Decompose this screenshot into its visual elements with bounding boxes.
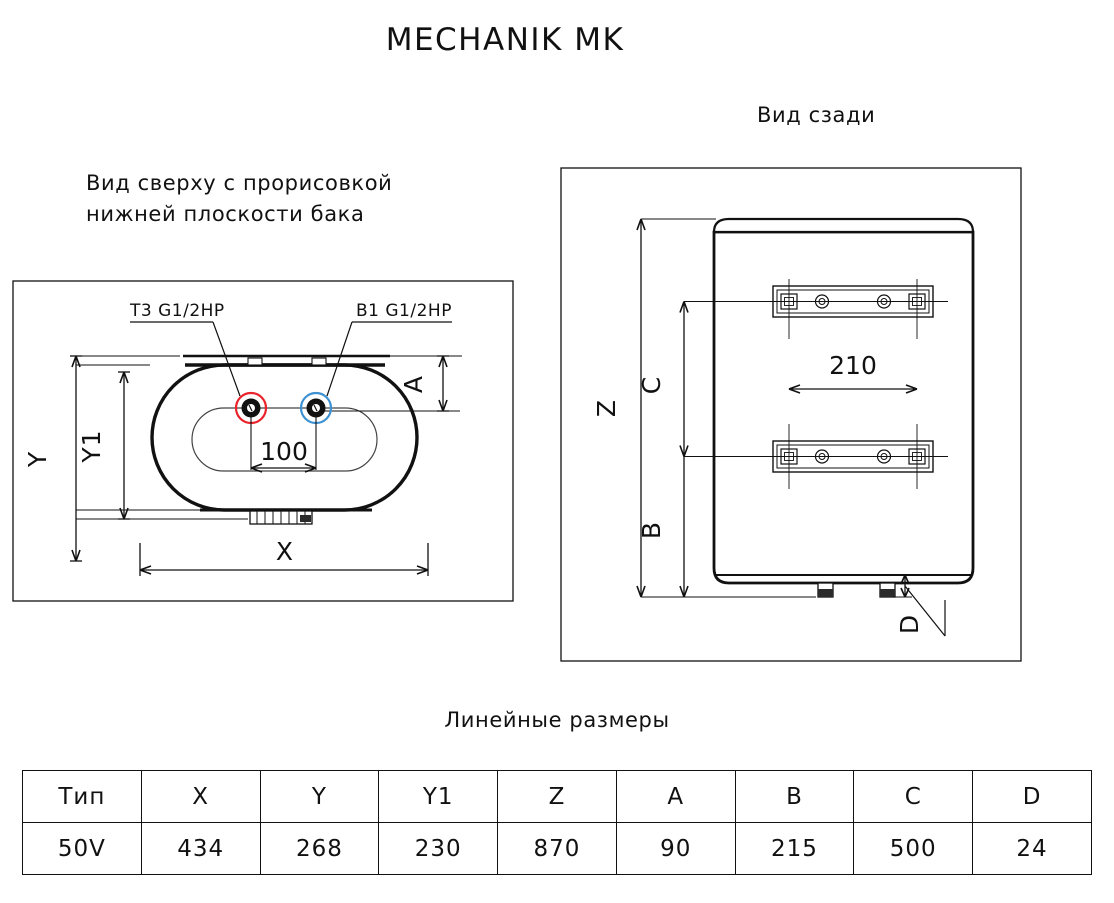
table-caption: Линейные размеры	[444, 708, 670, 732]
dimension-C: C	[637, 301, 689, 457]
upper-mounting-bracket	[684, 279, 948, 339]
table-cell: 90	[615, 822, 736, 875]
table-cell: 24	[972, 822, 1092, 875]
dimension-100-label: 100	[260, 437, 308, 466]
dimension-Y1: Y1	[77, 371, 130, 520]
page-title: MECHANIK MK	[385, 22, 625, 58]
tank-outline-top	[150, 354, 419, 512]
table-header-cell: Y1	[378, 770, 499, 823]
cable-connector-block	[200, 508, 372, 525]
dimension-D: D	[893, 574, 946, 637]
dimension-A-label: A	[399, 375, 428, 393]
table-header-cell: A	[615, 770, 736, 823]
table-header-cell: Тип	[22, 770, 142, 823]
dimension-210: 210	[788, 351, 918, 394]
dimension-C-label: C	[637, 376, 666, 394]
lower-mounting-bracket	[684, 424, 948, 489]
dimension-A: A	[399, 355, 449, 412]
table-header-row: Тип X Y Y1 Z A B C D	[22, 770, 1092, 823]
dimension-Z-label: Z	[592, 399, 621, 417]
table-header-cell: Z	[497, 770, 617, 823]
hot-port-label: T3 G1/2HP	[129, 301, 225, 321]
top-view-label: Вид сверху с прорисовкой нижней плоскост…	[86, 171, 393, 226]
dimension-X-label: X	[276, 537, 294, 566]
table-cell: 870	[497, 822, 617, 875]
table-header-cell: C	[853, 770, 974, 823]
pipe-stubs	[817, 582, 896, 598]
table-header-cell: B	[734, 770, 855, 823]
table-header-cell: Y	[259, 770, 380, 823]
table-cell: 50V	[22, 822, 142, 875]
dimension-B-label: B	[637, 521, 666, 539]
table-cell: 215	[734, 822, 855, 875]
dimension-Y: Y	[23, 355, 82, 562]
table-header-cell: X	[140, 770, 261, 823]
table-row: 50V 434 268 230 870 90 215 500 24	[22, 822, 1092, 875]
table-cell: 500	[853, 822, 974, 875]
dimension-Y1-label: Y1	[77, 429, 106, 463]
dimension-210-label: 210	[829, 351, 877, 380]
linear-dimensions-table: Тип X Y Y1 Z A B C D 50V 434 268 230 870…	[22, 770, 1092, 875]
dimension-Z: Z	[592, 218, 816, 598]
table-cell: 434	[140, 822, 261, 875]
dimension-B: B	[637, 456, 689, 598]
dimension-X: X	[139, 537, 429, 576]
tank-body-rear	[712, 217, 975, 585]
dimension-D-label: D	[895, 614, 924, 634]
top-view-reference-lines	[76, 355, 462, 520]
dimension-Y-label: Y	[23, 451, 52, 468]
table-cell: 268	[259, 822, 380, 875]
rear-view-label: Вид сзади	[757, 103, 876, 127]
port-leader-lines	[130, 321, 452, 397]
dimension-100: 100	[250, 417, 317, 473]
cold-port-label: B1 G1/2HP	[356, 301, 452, 321]
table-header-cell: D	[972, 770, 1092, 823]
table-cell: 230	[378, 822, 499, 875]
hot-water-port	[234, 391, 268, 425]
